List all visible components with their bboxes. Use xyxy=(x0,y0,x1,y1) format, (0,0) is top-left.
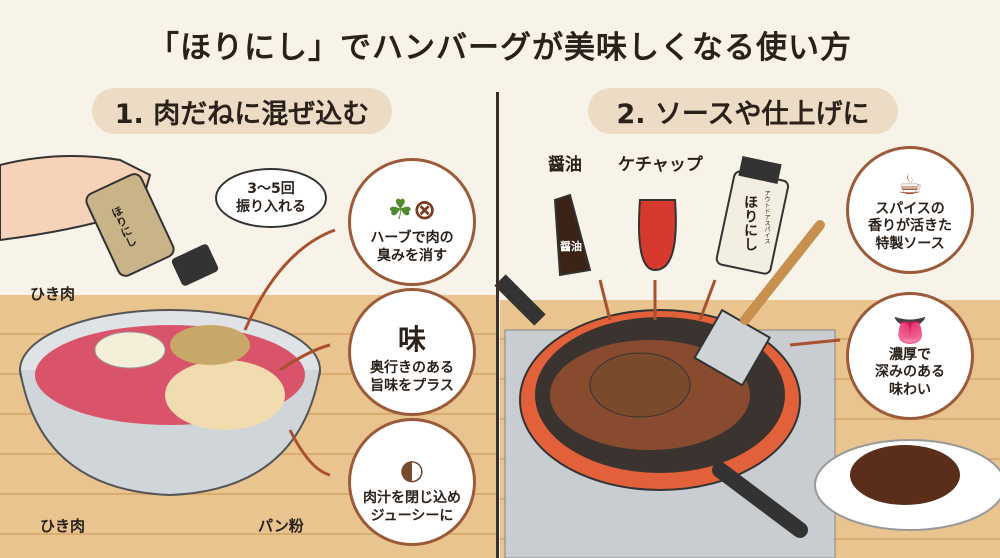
tongue-icon: 👅 xyxy=(892,313,928,347)
benefit-line: 旨味をプラス xyxy=(370,377,454,394)
umami-icon: 味 xyxy=(397,323,426,356)
benefit-line: 味わい xyxy=(889,381,931,398)
benefit-line: 香りが活きた xyxy=(868,218,952,234)
spice-bottle-subtext: アウトドアスパイス xyxy=(763,190,770,244)
breadcrumbs-label: パン粉 xyxy=(258,517,304,535)
spice-bottle-text: ほりにし xyxy=(742,195,758,251)
plated-hamburg-illustration xyxy=(814,439,1000,531)
shake-count-bubble: 3〜5回 振り入れる xyxy=(215,168,327,228)
benefit-line: スパイスの xyxy=(875,200,945,217)
section-1-heading: 1. 肉だねに混ぜ込む xyxy=(92,88,392,134)
ketchup-label: ケチャップ xyxy=(618,155,703,175)
benefit-line: ハーブで肉の xyxy=(370,230,454,246)
mixing-bowl-illustration xyxy=(19,309,321,497)
ground-meat-label-bottom: ひき肉 xyxy=(40,517,86,535)
arrows-right xyxy=(598,279,841,347)
herb-cross-icon: ☘⊗ xyxy=(387,193,437,226)
benefit-rich-flavor: 👅 濃厚で 深みのある 味わい xyxy=(846,292,974,420)
benefit-line: 臭みを消す xyxy=(377,247,447,264)
section-divider xyxy=(496,92,499,558)
benefit-umami: 味 奥行きのある 旨味をプラス xyxy=(348,288,476,416)
benefit-remove-odor: ☘⊗ ハーブで肉の 臭みを消す xyxy=(348,158,476,286)
hand-shaking-bottle-illustration xyxy=(0,155,219,286)
section-2-heading: 2. ソースや仕上げに xyxy=(588,88,898,134)
juicy-patty-icon: ◐ xyxy=(399,453,425,486)
frying-pan-illustration xyxy=(494,220,825,538)
sauce-bottles-illustration xyxy=(553,156,790,277)
benefit-line: 特製ソース xyxy=(875,235,945,252)
page-title: 「ほりにし」でハンバーグが美味しくなる使い方 xyxy=(148,30,852,66)
steaming-cup-icon: ☕ xyxy=(897,167,923,201)
arrows-left xyxy=(243,228,336,477)
benefit-line: 奥行きのある xyxy=(370,360,454,376)
benefit-juicy: ◐ 肉汁を閉じ込め ジューシーに xyxy=(348,418,476,546)
benefit-line: 肉汁を閉じ込め xyxy=(363,490,461,506)
benefit-line: 濃厚で xyxy=(889,346,931,363)
ground-meat-label-top: ひき肉 xyxy=(30,285,76,303)
bubble-line-2: 振り入れる xyxy=(236,199,306,216)
benefit-special-sauce: ☕ スパイスの 香りが活きた 特製ソース xyxy=(846,146,974,274)
benefit-line: ジューシーに xyxy=(370,507,454,524)
benefit-line: 深みのある xyxy=(875,364,945,380)
bubble-line-1: 3〜5回 xyxy=(247,181,295,197)
soy-sauce-label: 醤油 xyxy=(548,155,582,175)
soy-bottle-text: 醤油 xyxy=(560,240,582,253)
